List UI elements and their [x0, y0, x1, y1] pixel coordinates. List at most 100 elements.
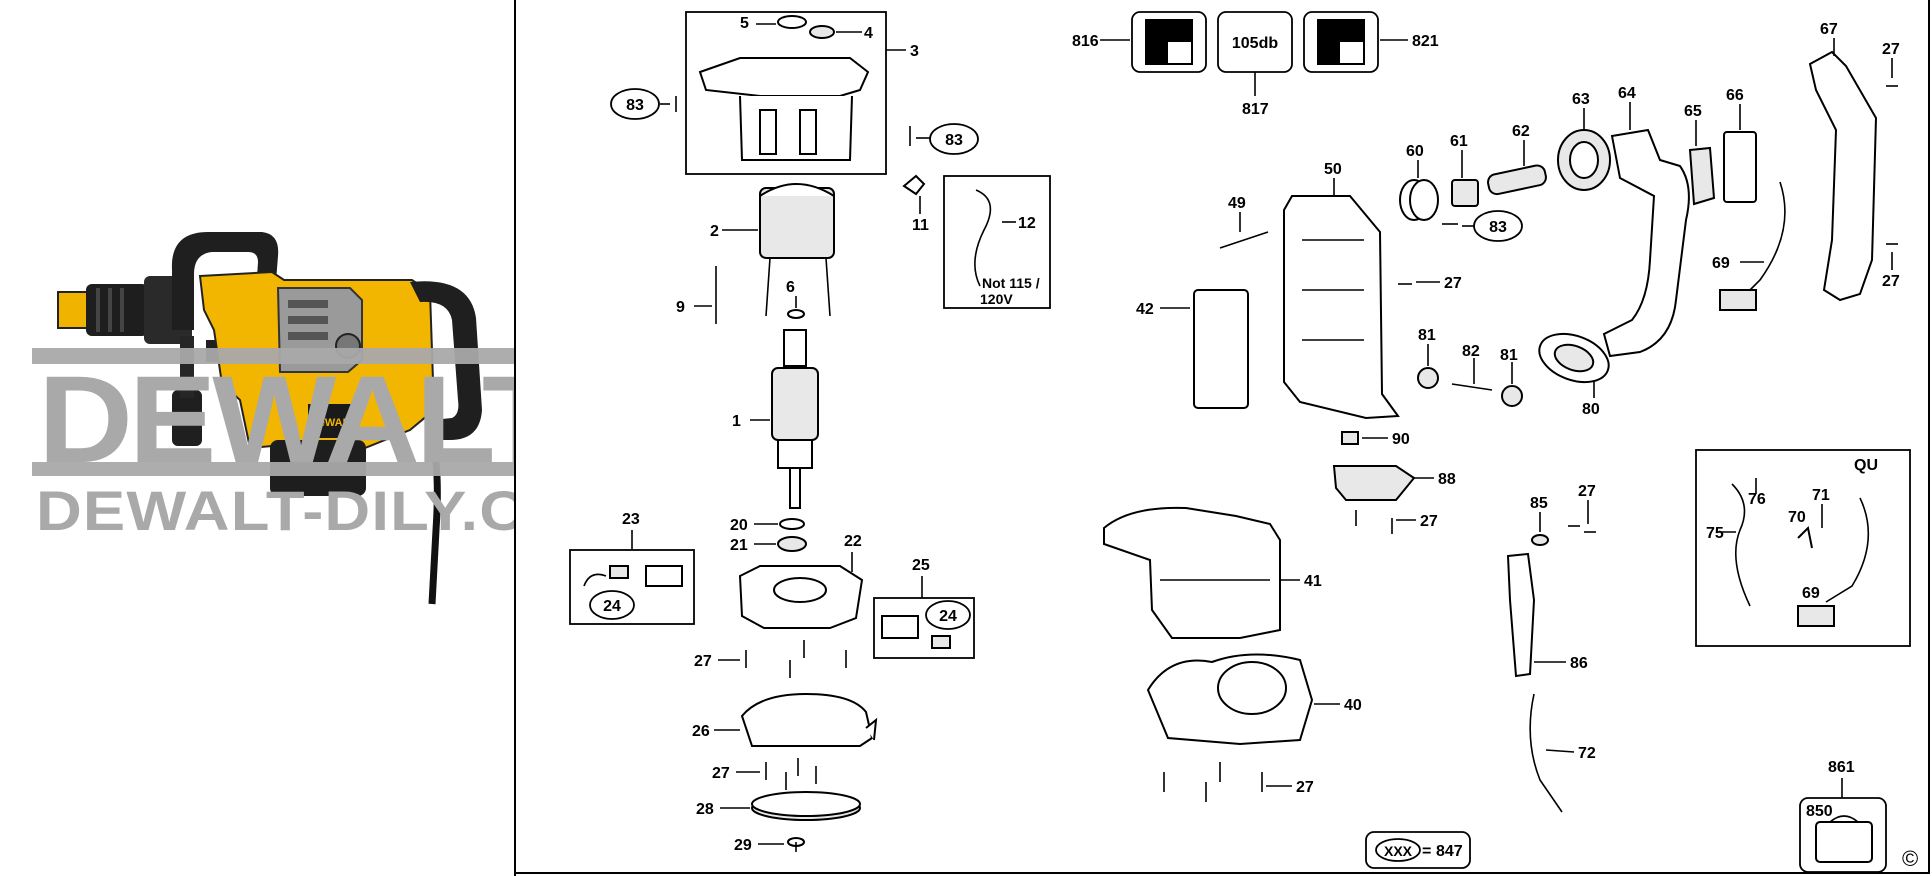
callout-82: 82 — [1462, 343, 1480, 360]
label-817: 105db 817 — [1217, 11, 1293, 118]
callout-90: 90 — [1392, 431, 1410, 448]
rear-handle-67: 67 — [1808, 21, 1878, 302]
callout-60: 60 — [1406, 143, 1424, 160]
callout-62: 62 — [1512, 123, 1530, 140]
legend-equals: = — [1422, 843, 1431, 860]
label-821: 821 — [1303, 11, 1439, 73]
callout-25: 25 — [912, 557, 930, 574]
callout-24-b: 24 — [939, 608, 957, 625]
screw-29 — [787, 837, 805, 852]
baffle-26 — [740, 692, 878, 747]
callout-75: 75 — [1706, 525, 1724, 542]
watermark-brand: DEWALT — [38, 351, 514, 489]
callout-66: 66 — [1726, 87, 1744, 104]
product-panel: DeWALT DEWALT ® DEWALT-DILY.CZ — [0, 0, 514, 876]
screw-83-left: 83 — [610, 88, 677, 120]
callout-850: 850 — [1806, 803, 1833, 820]
wire-12-box: 12 Not 115 / 120V — [943, 175, 1051, 309]
copyright-mark: © — [1902, 846, 1918, 871]
callout-817: 817 — [1242, 101, 1269, 118]
noise-label-105db: 105db — [1232, 35, 1278, 52]
screw-27-mid: 27 — [1398, 275, 1462, 292]
callout-27-d: 27 — [1420, 513, 1438, 530]
part-88: 88 27 — [1332, 465, 1456, 534]
callout-27-g: 27 — [1882, 273, 1900, 290]
washer-85: 85 — [1530, 495, 1549, 546]
callout-12-note-2: 120V — [980, 291, 1013, 307]
callout-65: 65 — [1684, 103, 1702, 120]
screws-27-85: 27 — [1568, 483, 1596, 533]
legend-xxx: XXX — [1384, 843, 1413, 859]
sleeve-86: 86 — [1506, 552, 1588, 678]
brush-holder-22 — [738, 565, 864, 629]
callout-27-c: 27 — [1444, 275, 1462, 292]
screws-27-row1 — [745, 640, 847, 678]
callout-9: 9 — [676, 299, 685, 316]
callout-12: 12 — [1018, 215, 1036, 232]
screws-27-row3: 27 — [1163, 762, 1314, 802]
screw-49: 49 — [1219, 195, 1269, 249]
armature — [771, 329, 819, 509]
callout-64: 64 — [1618, 85, 1636, 102]
watermark: DEWALT ® DEWALT-DILY.CZ — [32, 348, 514, 542]
qu-label: QU — [1854, 457, 1878, 474]
switch-module-42: 42 — [1136, 289, 1249, 409]
callout-42: 42 — [1136, 301, 1154, 318]
callout-83-c: 83 — [1489, 219, 1507, 236]
callout-40: 40 — [1344, 697, 1362, 714]
callout-816: 816 — [1072, 33, 1099, 50]
screw-83-right: 83 — [909, 123, 979, 155]
screws-27-handle: 27 27 — [1882, 41, 1900, 290]
bearing-20-21 — [777, 518, 807, 552]
ring-28 — [751, 791, 861, 821]
label-816: 816 — [1072, 11, 1207, 73]
callout-27-f: 27 — [1882, 41, 1900, 58]
callout-861: 861 — [1828, 759, 1855, 776]
callout-11: 11 — [912, 217, 929, 234]
callout-27-a: 27 — [694, 653, 712, 670]
screw-83-mid: 83 — [1442, 210, 1523, 242]
callout-4: 4 — [864, 25, 873, 42]
callout-83-a: 83 — [626, 97, 644, 114]
callout-80: 80 — [1582, 401, 1600, 418]
damper-63: 63 — [1557, 91, 1611, 191]
qu-inset: QU 75 76 70 71 69 — [1695, 449, 1911, 647]
callout-83-b: 83 — [945, 132, 963, 149]
callout-27-h: 27 — [1578, 483, 1596, 500]
kitbox-850-861: 850 861 — [1799, 759, 1887, 873]
callout-85: 85 — [1530, 495, 1548, 512]
callout-20: 20 — [730, 517, 748, 534]
callout-22: 22 — [844, 533, 862, 550]
callout-50: 50 — [1324, 161, 1342, 178]
cable-69: 69 — [1712, 181, 1786, 311]
callout-88: 88 — [1438, 471, 1456, 488]
callout-3: 3 — [910, 43, 919, 60]
callout-69-a: 69 — [1712, 255, 1730, 272]
brush-kit-25: 25 24 — [873, 557, 975, 659]
callout-23: 23 — [622, 511, 640, 528]
callout-12-note: Not 115 / — [982, 275, 1040, 291]
watermark-site: DEWALT-DILY.CZ — [36, 479, 514, 542]
cord-72: 72 — [1529, 693, 1596, 813]
tool-brand-label: DeWALT — [311, 417, 356, 429]
cap-61: 61 — [1450, 133, 1479, 207]
spring-62: 62 — [1487, 123, 1547, 196]
callout-1: 1 — [732, 413, 741, 430]
callout-21: 21 — [730, 537, 748, 554]
callout-29: 29 — [734, 837, 752, 854]
callout-24-a: 24 — [603, 598, 621, 615]
motor-cover-40: 40 — [1146, 653, 1362, 746]
part-90: 90 — [1341, 431, 1410, 448]
housing-41: 41 — [1103, 506, 1322, 639]
spring-60: 60 — [1399, 143, 1439, 221]
panel-divider — [514, 0, 516, 876]
callout-81-a: 81 — [1418, 327, 1436, 344]
callout-67: 67 — [1820, 21, 1838, 38]
screws-27-row2 — [765, 758, 817, 790]
callout-2: 2 — [710, 223, 719, 240]
handle-half-50: 50 — [1283, 161, 1400, 420]
trigger-65: 65 — [1684, 103, 1716, 206]
callout-76: 76 — [1748, 491, 1766, 508]
callout-72: 72 — [1578, 745, 1596, 762]
